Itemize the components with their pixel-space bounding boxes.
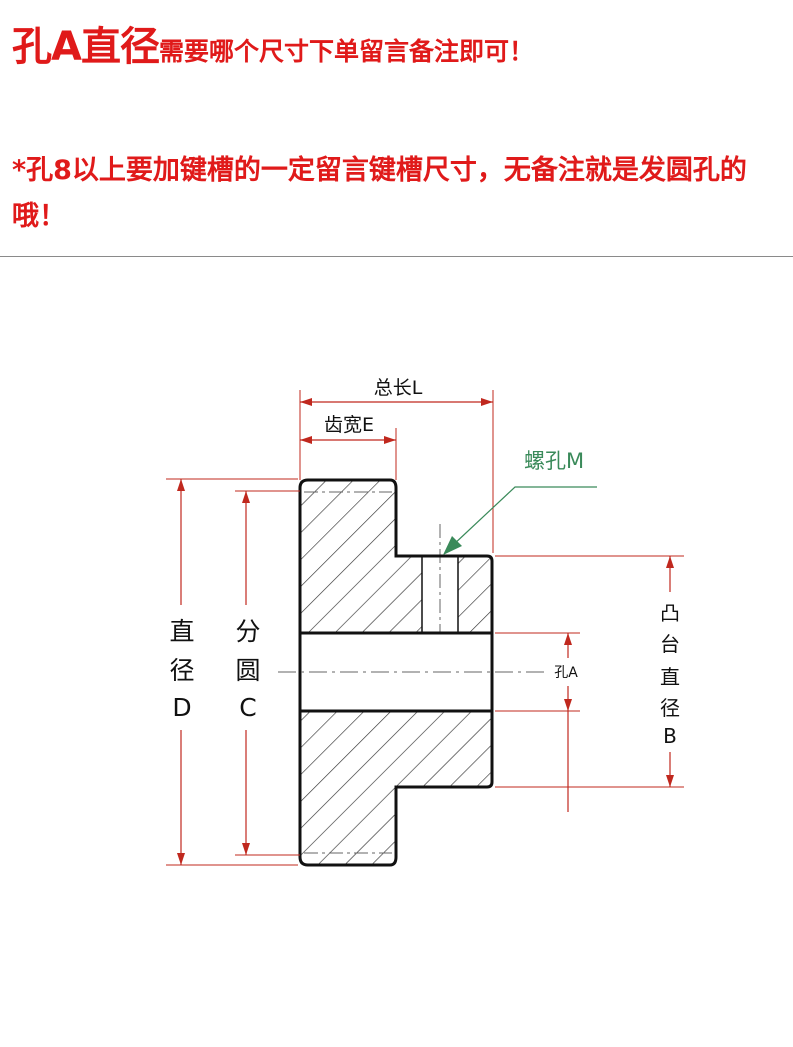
svg-text:D: D [172,693,191,722]
svg-text:凸: 凸 [660,601,680,625]
svg-text:径: 径 [169,656,194,685]
svg-text:分: 分 [235,617,260,646]
svg-text:圆: 圆 [235,656,260,685]
svg-text:直: 直 [660,665,680,689]
label-outer-diameter: 直 径 D [169,617,194,722]
notice-keyway-warning: *孔8以上要加键槽的一定留言键槽尺寸，无备注就是发圆孔的哦！ [12,155,747,232]
divider-line [0,256,793,257]
dimension-lines [177,398,674,865]
gear-cross-section [278,478,545,867]
notice-hole-diameter-title: 孔A直径 [12,24,160,70]
notice-order-instruction: 需要哪个尺寸下单留言备注即可！ [158,37,534,66]
label-total-length: 总长L [374,377,423,399]
label-tooth-width: 齿宽E [324,414,374,436]
svg-text:台: 台 [660,632,680,656]
notice-banner: 孔A直径需要哪个尺寸下单留言备注即可！ *孔8以上要加键槽的一定留言键槽尺寸，无… [0,0,793,258]
label-screw-hole: 螺孔M [524,449,584,473]
svg-text:C: C [239,693,256,722]
svg-text:B: B [663,724,677,748]
extension-lines [166,390,684,866]
label-pitch-diameter: 分 圆 C [235,617,260,722]
label-boss-diameter: 凸 台 直 径 B [660,601,680,748]
notice-line-1: 孔A直径需要哪个尺寸下单留言备注即可！ [12,14,534,72]
svg-text:直: 直 [169,617,194,646]
svg-text:径: 径 [660,696,680,720]
gear-outline [298,478,494,867]
label-hole-a: 孔A [554,665,578,681]
screw-hole-leader [443,486,597,555]
